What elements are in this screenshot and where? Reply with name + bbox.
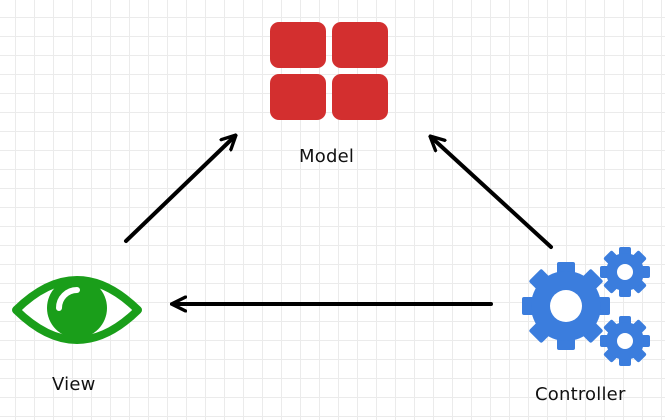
controller-label: Controller (535, 384, 626, 405)
view-node (12, 268, 142, 352)
model-label: Model (299, 146, 355, 167)
controller-node (522, 246, 652, 370)
view-label: View (52, 374, 96, 395)
arrow-controller-to-model (431, 137, 553, 249)
eye-icon (12, 276, 142, 344)
grid-icon (270, 22, 388, 120)
arrow-view-to-model (124, 136, 235, 243)
model-node (270, 22, 390, 122)
gears-icon (522, 247, 650, 366)
